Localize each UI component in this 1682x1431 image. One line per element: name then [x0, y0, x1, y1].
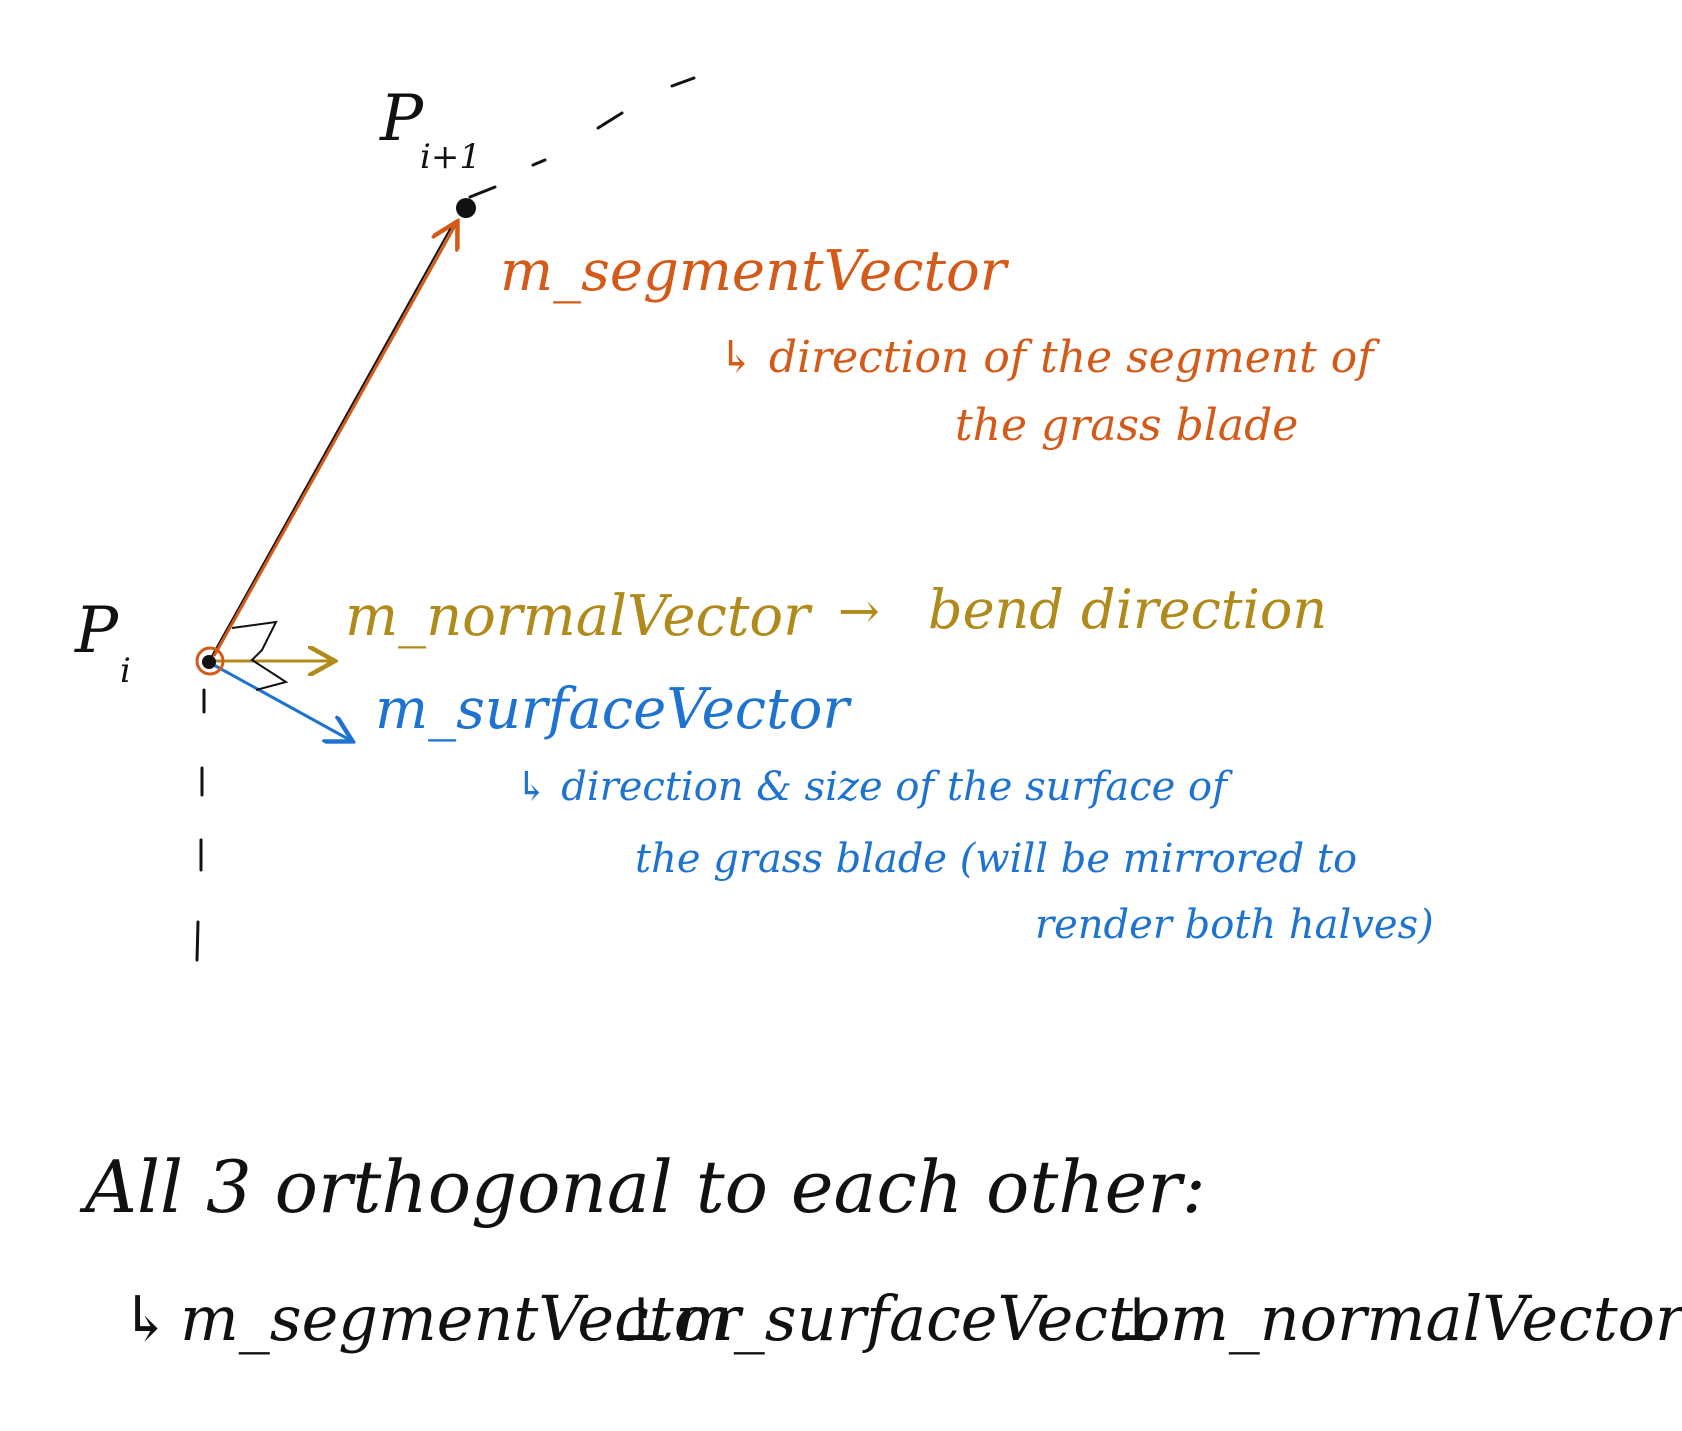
footer-term-surface: m_surfaceVector [675, 1282, 1203, 1355]
label-p-i: P [74, 594, 119, 668]
segment-vector-name: m_segmentVector [500, 239, 1010, 304]
surface-vector-desc-line3: render both halves) [1035, 902, 1434, 948]
footer-line2-arrow: ↳ [120, 1282, 172, 1355]
point-p-i [202, 655, 216, 669]
surface-vector-desc-line1: ↳ direction & size of the surface of [515, 764, 1233, 810]
segment-vector-arrow-colored [212, 224, 456, 657]
footer-line1: All 3 orthogonal to each other: [79, 1145, 1206, 1229]
label-p-i-sub: i [120, 651, 131, 691]
footer-term-normal: m_normalVector [1170, 1282, 1682, 1355]
right-angle-marks [231, 620, 289, 691]
footer-perp-1: ⊥ [612, 1282, 670, 1355]
segment-extension-dashes [468, 76, 696, 199]
normal-vector-name: m_normalVector [345, 584, 813, 649]
point-p-next [456, 198, 476, 218]
footer-term-segment: m_segmentVector [180, 1282, 744, 1355]
label-p-next: P [379, 82, 424, 156]
segment-vector-arrow [211, 221, 455, 657]
segment-vector-desc-line2: the grass blade [955, 400, 1298, 451]
label-p-next-sub: i+1 [420, 137, 481, 177]
point-p-i-ring [195, 646, 225, 676]
footer-line2: ↳ m_segmentVector ⊥ m_surfaceVector ⊥ m_… [120, 1282, 1682, 1355]
segment-vector-desc-line1: ↳ direction of the segment of [718, 332, 1380, 383]
normal-vector-desc: bend direction [928, 578, 1327, 641]
normal-vector-arrow-glyph: → [838, 582, 880, 640]
surface-vector-name: m_surfaceVector [375, 677, 852, 742]
vertical-dashes [195, 688, 206, 962]
surface-vector-arrow [211, 662, 350, 740]
footer-perp-2: ⊥ [1108, 1282, 1166, 1355]
surface-vector-desc-line2: the grass blade (will be mirrored to [635, 836, 1357, 882]
